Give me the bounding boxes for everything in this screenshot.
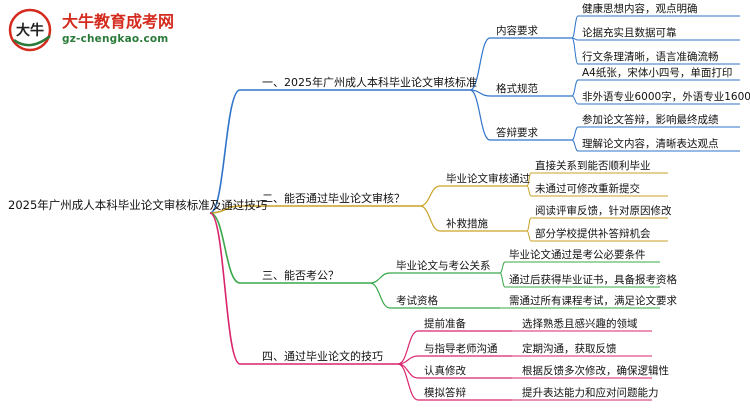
leaf-label: 未通过可修改重新提交 — [535, 182, 640, 195]
child-to-leaf-connector — [571, 37, 579, 65]
child-label: 补救措施 — [446, 217, 488, 230]
branch-to-child-connector — [369, 282, 391, 309]
branch-to-child-connector — [419, 205, 441, 232]
child-label: 毕业论文审核通过 — [446, 172, 530, 185]
branch-to-child-connector — [469, 89, 491, 97]
leaf-label: 健康思想内容，观点明确 — [582, 2, 698, 15]
logo-title: 大牛教育成考网 — [62, 12, 175, 31]
child-to-leaf-connector — [571, 95, 579, 105]
child-label: 内容要求 — [496, 24, 538, 37]
branch-to-child-connector — [419, 185, 441, 207]
child-label: 答辩要求 — [496, 126, 538, 139]
leaf-label: 定期沟通，获取反馈 — [522, 342, 617, 355]
leaf-label: 直接关系到能否顺利毕业 — [535, 159, 651, 172]
leaf-label: 通过后获得毕业证书，具备报考资格 — [509, 273, 677, 286]
child-label: 毕业论文与考公关系 — [396, 259, 491, 272]
branch-to-child-connector — [369, 272, 391, 284]
branch-to-child-connector — [397, 330, 419, 365]
leaf-label: 需通过所有课程考试，满足论文要求 — [509, 294, 677, 307]
child-label: 提前准备 — [424, 317, 466, 330]
child-to-leaf-connector — [526, 185, 532, 197]
leaf-label: 提升表达能力和应对问题能力 — [522, 386, 659, 399]
child-to-leaf-connector — [571, 139, 579, 152]
child-to-leaf-connector — [499, 261, 506, 274]
branch-to-child-connector — [469, 89, 491, 141]
child-to-leaf-connector — [499, 272, 506, 288]
leaf-label: 部分学校提供补答辩机会 — [535, 227, 651, 240]
branch-to-child-connector — [397, 363, 419, 401]
root-to-branch-connector — [209, 205, 241, 214]
root-node-label: 2025年广州成人本科毕业论文审核标准及通过技巧 — [8, 198, 268, 212]
root-to-branch-connector — [209, 212, 241, 365]
branch-label: 一、2025年广州成人本科毕业论文审核标准 — [262, 75, 477, 89]
leaf-label: 阅读评审反馈，针对原因修改 — [535, 204, 672, 217]
child-label: 格式规范 — [496, 82, 538, 95]
logo: 大牛 大牛教育成考网 gz-chengkao.com — [6, 6, 206, 54]
root-to-branch-connector — [209, 212, 241, 284]
child-to-leaf-connector — [526, 230, 532, 242]
leaf-label: A4纸张，宋体小四号，单面打印 — [582, 66, 732, 79]
branch-label: 三、能否考公？ — [262, 268, 339, 282]
logo-mark-icon: 大牛 — [8, 8, 52, 52]
child-to-leaf-connector — [571, 79, 579, 97]
child-label: 认真修改 — [424, 364, 466, 377]
child-to-leaf-connector — [571, 15, 579, 39]
child-label: 模拟答辩 — [424, 386, 466, 399]
leaf-label: 非外语专业6000字，外语专业16000字符 — [582, 90, 750, 103]
branch-label: 二、能否通过毕业论文审核？ — [262, 191, 405, 205]
branch-to-child-connector — [397, 363, 419, 379]
leaf-label: 选择熟悉且感兴趣的领域 — [522, 317, 638, 330]
child-label: 考试资格 — [396, 294, 438, 307]
leaf-label: 毕业论文通过是考公必要条件 — [509, 248, 646, 261]
child-to-leaf-connector — [526, 217, 532, 232]
leaf-label: 行文条理清晰，语言准确流畅 — [582, 50, 719, 63]
branch-to-child-connector — [469, 37, 491, 91]
leaf-label: 参加论文答辩，影响最终成绩 — [582, 113, 719, 126]
root-to-branch-connector — [209, 89, 241, 214]
child-to-leaf-connector — [526, 172, 532, 187]
svg-text:大牛: 大牛 — [16, 22, 44, 39]
branch-label: 四、通过毕业论文的技巧 — [262, 349, 383, 363]
child-label: 与指导老师沟通 — [424, 342, 498, 355]
logo-domain: gz-chengkao.com — [62, 33, 169, 45]
leaf-label: 论据充实且数据可靠 — [582, 26, 677, 39]
child-to-leaf-connector — [571, 126, 579, 141]
leaf-label: 根据反馈多次修改，确保逻辑性 — [522, 364, 669, 377]
leaf-label: 理解论文内容，清晰表达观点 — [582, 137, 719, 150]
